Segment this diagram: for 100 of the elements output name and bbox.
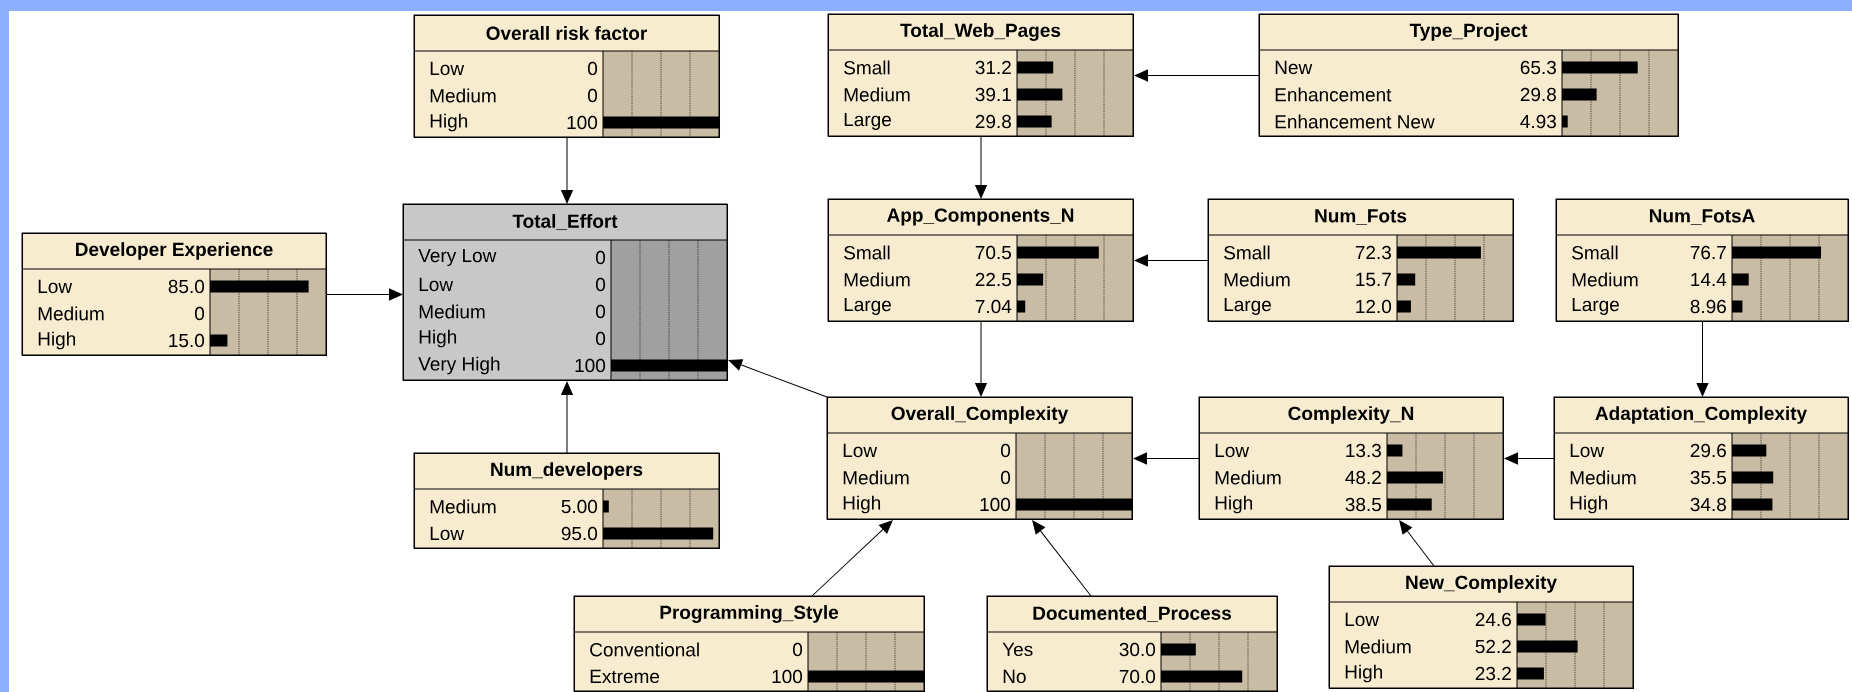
state-label: Medium: [430, 499, 496, 514]
probability-value: 39.1: [975, 87, 1011, 102]
state-label: Medium: [1345, 639, 1411, 654]
belief-node: [573, 595, 925, 692]
node-title: Total_Effort: [512, 213, 618, 231]
node-title: Num_FotsA: [1649, 209, 1755, 225]
probability-value: 23.2: [1475, 666, 1511, 681]
probability-value: 30.0: [1119, 642, 1156, 657]
node-title: Complexity_N: [1288, 406, 1414, 424]
probability-value: 100: [772, 669, 803, 684]
belief-node: [402, 203, 728, 381]
belief-node: [413, 452, 720, 549]
probability-value: 48.2: [1345, 470, 1381, 485]
state-label: High: [1345, 664, 1383, 683]
state-label: High: [419, 329, 457, 348]
belief-node: [826, 396, 1133, 520]
state-label: Large: [1224, 298, 1271, 315]
probability-value: 35.5: [1690, 470, 1726, 485]
state-label: Low: [1215, 443, 1250, 458]
state-label: Large: [844, 298, 891, 315]
arrow: [1696, 321, 1709, 397]
state-label: Extreme: [590, 669, 660, 684]
probability-value: 0: [1001, 443, 1011, 458]
state-label: Medium: [844, 87, 910, 102]
state-label: Medium: [1570, 470, 1636, 485]
state-label: Small: [844, 245, 890, 260]
probability-value: 15.0: [169, 333, 205, 348]
state-label: Very Low: [418, 249, 497, 266]
state-label: High: [38, 331, 76, 350]
belief-node: [413, 14, 720, 138]
probability-value: 95.0: [561, 526, 598, 541]
state-label: Medium: [430, 88, 496, 103]
probability-value: 0: [588, 88, 598, 103]
probability-value: 0: [588, 61, 598, 76]
arrow: [811, 520, 893, 597]
state-label: Enhancement New: [1275, 114, 1435, 129]
state-label: Low: [430, 526, 465, 541]
node-title: Programming_Style: [660, 605, 839, 623]
probability-value: 72.3: [1355, 245, 1391, 260]
state-label: Small: [1224, 245, 1270, 260]
probability-value: 4.93: [1520, 114, 1556, 129]
belief-node: [21, 232, 327, 356]
probability-value: 12.0: [1356, 299, 1392, 314]
probability-value: 65.3: [1520, 60, 1556, 75]
probability-value: 13.3: [1346, 443, 1381, 458]
state-label: High: [1215, 495, 1253, 514]
probability-value: 29.8: [1520, 87, 1556, 102]
arrow: [1134, 254, 1209, 267]
probability-value: 0: [596, 304, 606, 319]
probability-value: 85.0: [168, 279, 205, 294]
state-label: High: [430, 113, 468, 132]
probability-value: 34.8: [1690, 497, 1726, 512]
node-title: Type_Project: [1409, 23, 1528, 41]
state-label: Large: [844, 113, 891, 130]
probability-value: 8.96: [1690, 299, 1726, 314]
node-title: Documented_Process: [1033, 605, 1231, 623]
arrow: [728, 359, 828, 398]
node-title: App_Components_N: [887, 208, 1074, 226]
node-title: Total_Web_Pages: [900, 23, 1061, 41]
state-label: New: [1275, 60, 1313, 75]
probability-value: 24.6: [1475, 612, 1511, 627]
node-title: Developer Experience: [76, 242, 273, 260]
state-label: Yes: [1002, 642, 1033, 657]
arrow: [561, 381, 573, 454]
state-label: Medium: [1572, 272, 1638, 287]
node-title: Num_Fots: [1315, 209, 1407, 225]
state-label: Medium: [843, 470, 909, 485]
probability-value: 0: [1001, 470, 1011, 485]
state-label: Small: [1572, 245, 1618, 260]
probability-value: 0: [596, 277, 606, 292]
probability-value: 76.7: [1690, 245, 1726, 260]
probability-value: 70.0: [1119, 669, 1156, 684]
state-label: Medium: [38, 306, 104, 321]
state-label: Medium: [1215, 470, 1281, 485]
node-title: Adaptation_Complexity: [1595, 406, 1807, 424]
state-label: Low: [1570, 443, 1605, 458]
belief-node: [1198, 396, 1504, 520]
arrow: [1032, 520, 1092, 597]
probability-value: 0: [596, 331, 606, 346]
probability-value: 0: [596, 250, 606, 265]
belief-node: [1258, 13, 1679, 137]
state-label: Medium: [1224, 272, 1290, 287]
probability-value: 22.5: [975, 272, 1011, 287]
node-title: Num_developers: [491, 462, 643, 480]
node-title: Overall risk factor: [486, 26, 647, 40]
belief-node: [827, 13, 1134, 137]
belief-node: [1328, 565, 1634, 689]
probability-value: 0: [195, 306, 205, 321]
probability-value: 7.04: [975, 299, 1012, 314]
probability-value: 100: [980, 497, 1011, 512]
state-label: Very High: [418, 356, 500, 375]
belief-node: [1553, 396, 1849, 520]
probability-value: 0: [793, 642, 803, 657]
probability-value: 100: [575, 358, 606, 373]
belief-node: [1555, 198, 1849, 322]
probability-value: 52.2: [1475, 639, 1511, 654]
arrow: [326, 288, 403, 301]
arrow: [1399, 520, 1435, 567]
arrow: [975, 321, 987, 397]
state-label: Medium: [419, 304, 485, 319]
